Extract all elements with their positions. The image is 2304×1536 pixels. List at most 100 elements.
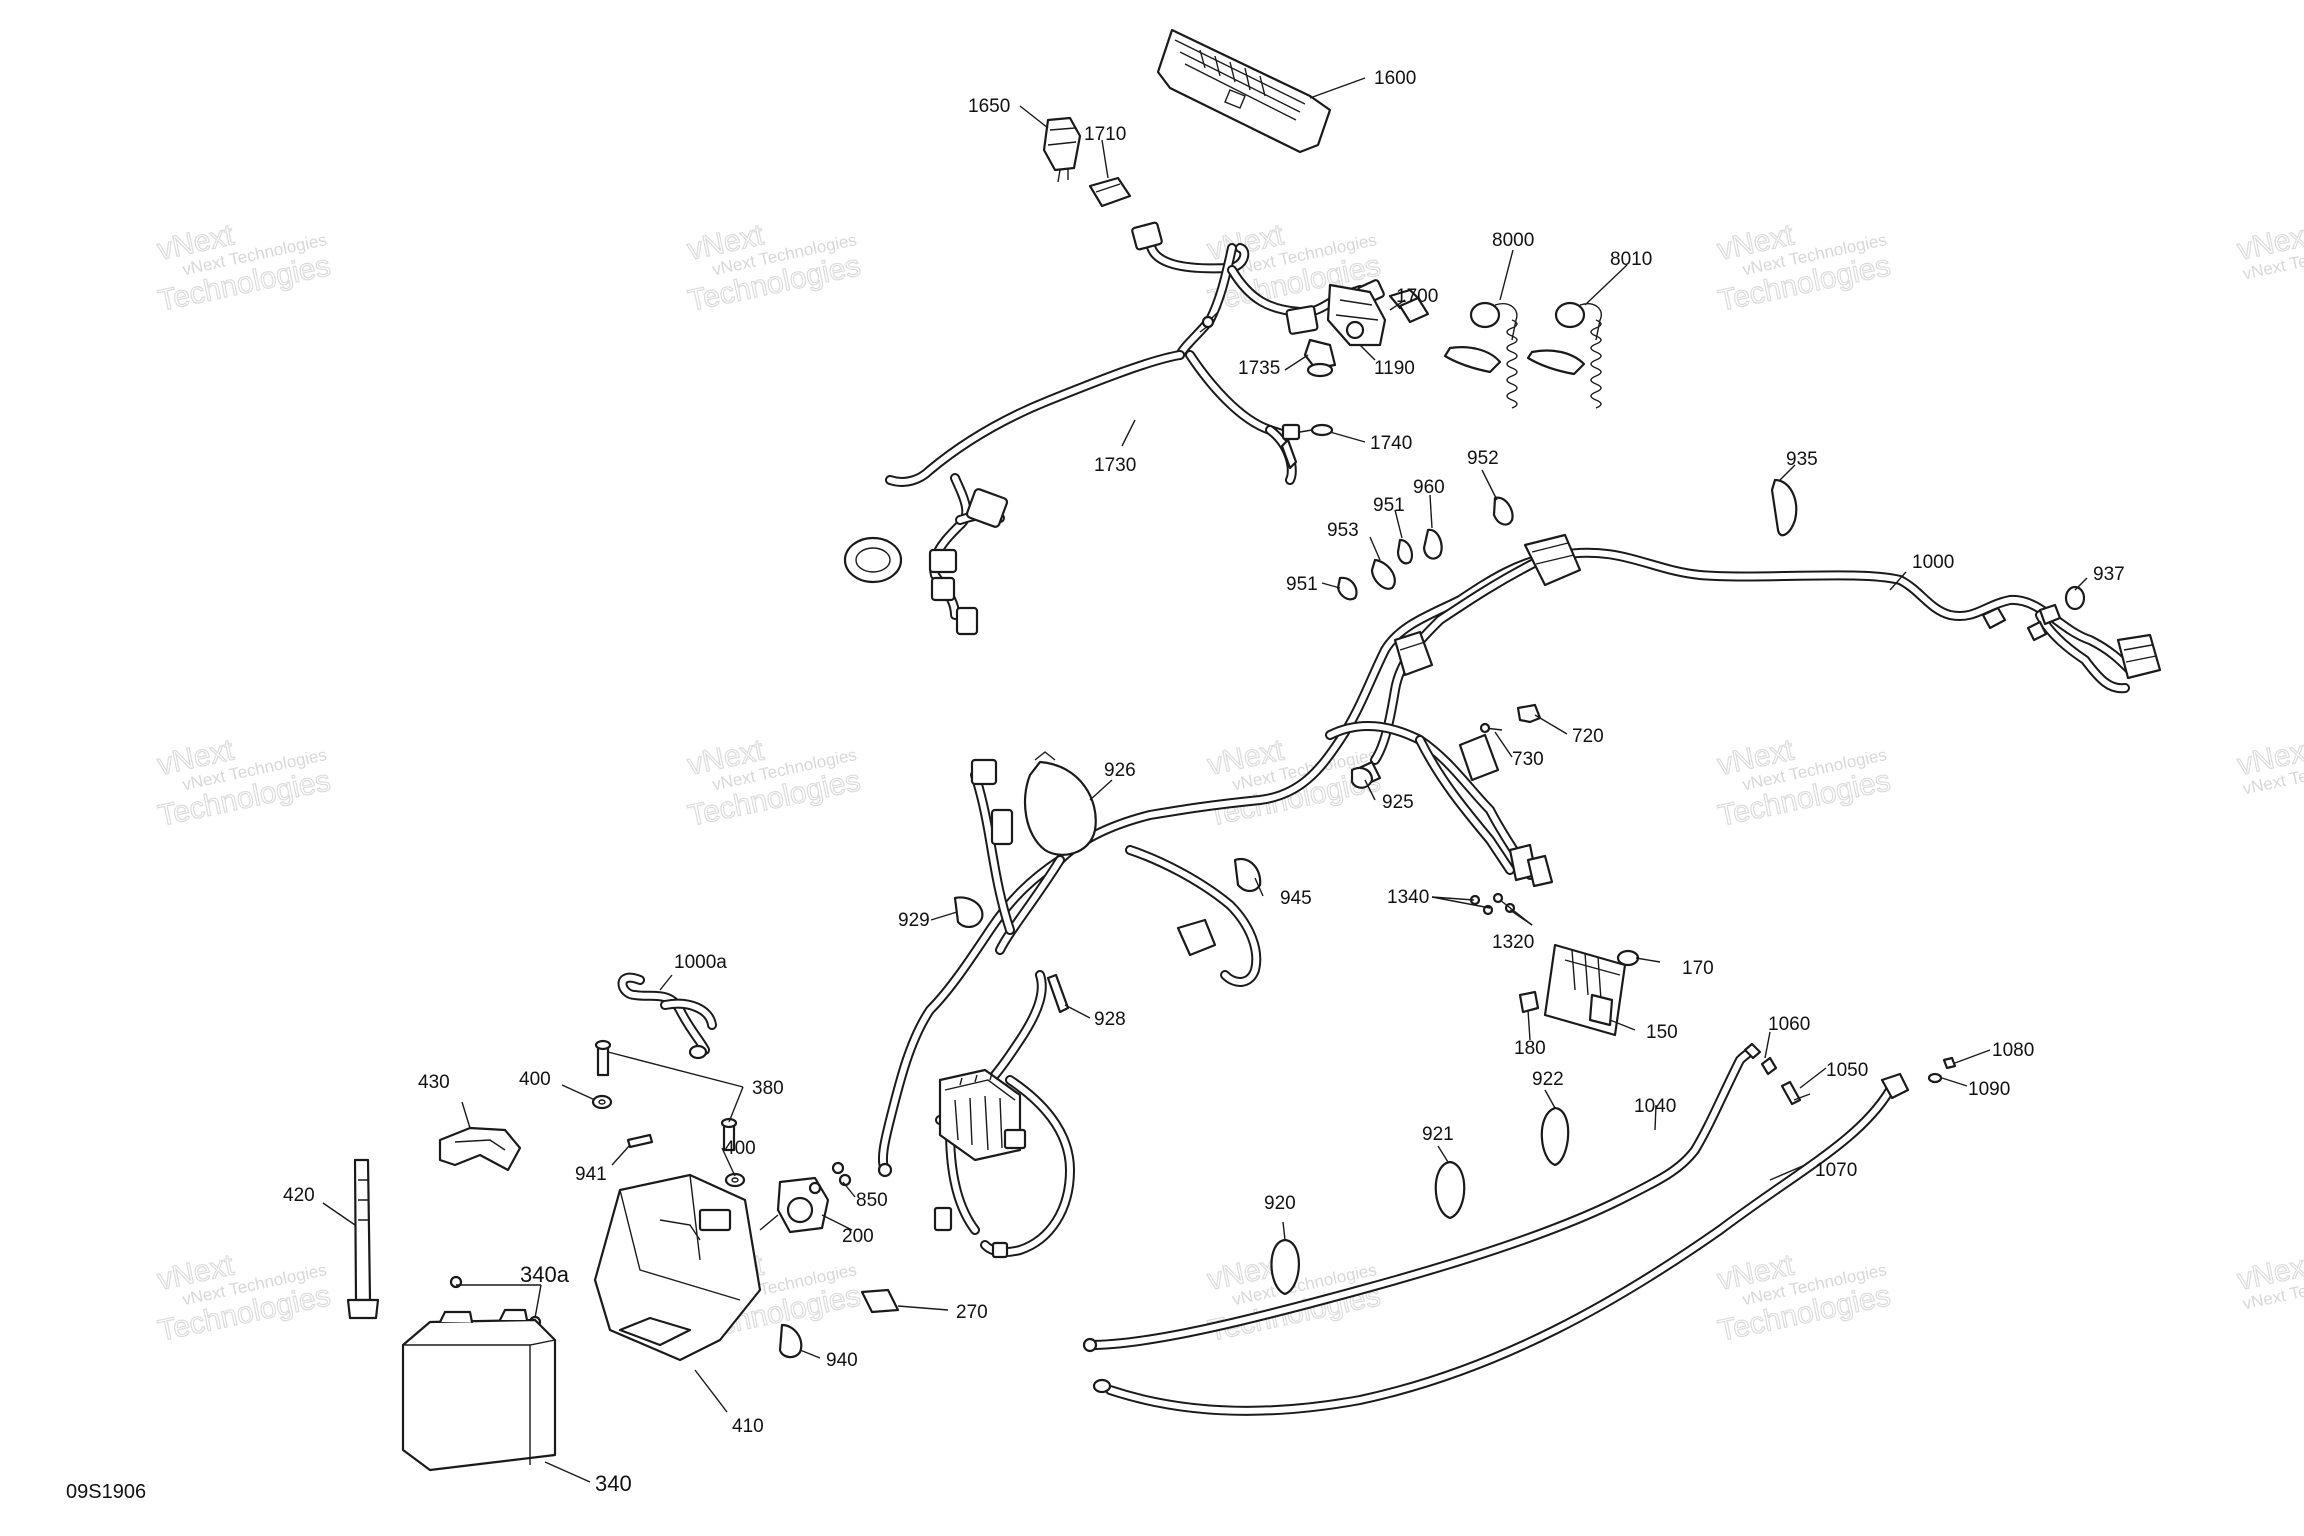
sensor-1000a <box>617 972 717 1060</box>
cap-1060 <box>1760 1056 1778 1076</box>
clip-945 <box>1233 857 1262 893</box>
lanyard-8010 <box>1526 301 1602 409</box>
callout-850: 850 <box>856 1190 888 1211</box>
callout-935: 935 <box>1786 449 1818 470</box>
callout-941: 941 <box>575 1164 607 1185</box>
callout-400: 400 <box>519 1069 551 1090</box>
leader-lines <box>322 77 2088 1483</box>
pin-941 <box>626 1133 654 1149</box>
bolt-170 <box>1616 949 1661 967</box>
cable-tie-922 <box>1540 1106 1570 1167</box>
callout-1090: 1090 <box>1968 1079 2010 1100</box>
callout-960: 960 <box>1413 477 1445 498</box>
clip-925 <box>1350 766 1374 789</box>
callout-928: 928 <box>1094 1009 1126 1030</box>
callout-150: 150 <box>1646 1022 1678 1043</box>
callout-953: 953 <box>1327 520 1359 541</box>
callout-925: 925 <box>1382 792 1414 813</box>
cable-1040 <box>1082 1042 1762 1353</box>
diagram-code: 09S1906 <box>66 1481 146 1503</box>
callout-8010: 8010 <box>1610 249 1652 270</box>
callout-1740: 1740 <box>1370 433 1412 454</box>
cable-tie-921 <box>1434 1160 1466 1220</box>
callout-951-b: 951 <box>1286 574 1318 595</box>
callout-730: 730 <box>1512 749 1544 770</box>
cable-1070 <box>1092 1072 1910 1416</box>
nut-850 <box>831 1161 852 1187</box>
washer-1090 <box>1927 1072 1943 1084</box>
callout-1600: 1600 <box>1374 68 1416 89</box>
battery-340 <box>401 1308 557 1472</box>
cable-tie-926 <box>1023 751 1097 856</box>
callout-200: 200 <box>842 1226 874 1247</box>
switch-1190 <box>1326 283 1387 347</box>
screw-730 <box>1479 722 1503 734</box>
screws-1340 <box>1469 892 1516 916</box>
callout-1650: 1650 <box>968 96 1010 117</box>
callout-920: 920 <box>1264 1193 1296 1214</box>
callout-340a: 340a <box>520 1262 570 1287</box>
callout-921: 921 <box>1422 1124 1454 1145</box>
callout-1710: 1710 <box>1084 124 1126 145</box>
callout-1320: 1320 <box>1492 932 1534 953</box>
spring-clip-1740 <box>1299 423 1334 437</box>
fuse-270 <box>860 1288 900 1314</box>
instrument-cluster <box>1156 28 1332 154</box>
cable-tie-935 <box>1770 478 1798 537</box>
relay-1650 <box>1042 116 1082 183</box>
callout-8000: 8000 <box>1492 230 1534 251</box>
callout-1700: 1700 <box>1396 286 1438 307</box>
callout-945: 945 <box>1280 888 1312 909</box>
callout-420: 420 <box>283 1185 315 1206</box>
callout-1040: 1040 <box>1634 1096 1676 1117</box>
callout-720: 720 <box>1572 726 1604 747</box>
callout-labels: 1600 1650 1710 1700 1735 1190 1740 1730 … <box>283 68 2125 1496</box>
callout-410: 410 <box>732 1416 764 1437</box>
clip-960 <box>1422 528 1443 560</box>
callout-380: 380 <box>752 1078 784 1099</box>
clip-937 <box>2064 585 2086 611</box>
nut-1080 <box>1942 1056 1957 1070</box>
callout-1050: 1050 <box>1826 1060 1868 1081</box>
bolt-380 <box>594 1039 738 1152</box>
callout-1340: 1340 <box>1387 887 1429 908</box>
callout-1060: 1060 <box>1768 1014 1810 1035</box>
watermarks: vNext vNext Technologies Technologies vN… <box>154 218 2304 1349</box>
clip-952 <box>1492 496 1514 526</box>
clip-953 <box>1370 558 1396 590</box>
nut-720 <box>1516 703 1542 724</box>
callout-1190: 1190 <box>1374 358 1415 379</box>
nut-180 <box>1518 990 1540 1014</box>
callout-400-b: 400 <box>724 1138 756 1159</box>
callout-951: 951 <box>1373 495 1405 516</box>
bolt-1050 <box>1780 1080 1811 1106</box>
callout-1000a: 1000a <box>674 952 727 973</box>
clip-951 <box>1396 538 1414 565</box>
cable-tie-928 <box>1046 973 1070 1014</box>
callout-1070: 1070 <box>1815 1160 1857 1181</box>
starter-solenoid-200 <box>759 1176 830 1234</box>
washer-400 <box>591 1094 746 1188</box>
callout-926: 926 <box>1104 760 1136 781</box>
battery-tray-410 <box>593 1173 762 1362</box>
callout-937: 937 <box>2093 564 2125 585</box>
callout-1730: 1730 <box>1094 455 1136 476</box>
lanyard-8000 <box>1443 301 1518 409</box>
callout-1000: 1000 <box>1912 552 1954 573</box>
clip-951-b <box>1336 576 1358 601</box>
callout-180: 180 <box>1514 1038 1546 1059</box>
voltage-regulator-150 <box>1543 943 1627 1037</box>
callout-1080: 1080 <box>1992 1040 2034 1061</box>
clip-940 <box>778 1323 803 1359</box>
callout-270: 270 <box>956 1302 988 1323</box>
main-harness-1000 <box>877 533 2162 1259</box>
clip-929 <box>953 896 984 928</box>
connector-1700 <box>1388 288 1430 324</box>
switch-1735 <box>1303 338 1337 378</box>
callout-430: 430 <box>418 1072 450 1093</box>
callout-170: 170 <box>1682 958 1714 979</box>
strap-420 <box>346 1158 380 1320</box>
connector-1710 <box>1088 176 1132 208</box>
dash-harness-1730 <box>843 221 1385 636</box>
